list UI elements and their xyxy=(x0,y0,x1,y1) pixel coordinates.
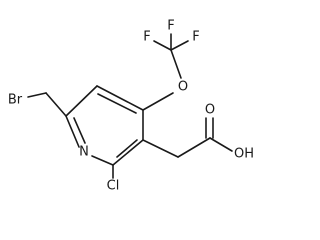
bond-cf3-f-left xyxy=(153,40,172,51)
bond-n-c2 xyxy=(91,155,114,166)
atom-label-f-left: F xyxy=(143,30,150,45)
bond-c5-c6 xyxy=(65,85,98,117)
bond-o-c4 xyxy=(142,92,174,111)
atom-label-o-ether: O xyxy=(178,80,188,95)
bond-c4-c5-double xyxy=(97,93,137,114)
bond-c-oh xyxy=(209,137,233,152)
bond-ch2-br xyxy=(27,92,47,98)
atom-label-o-carbonyl: O xyxy=(205,103,215,118)
bond-cf3-o xyxy=(170,49,182,79)
atom-label-br: Br xyxy=(8,93,23,108)
bonds xyxy=(27,33,233,179)
bond-c6-n xyxy=(65,115,80,148)
bond-c4-c5 xyxy=(96,85,144,111)
bond-ch2-cooh xyxy=(177,137,211,158)
bond-c3-ch2 xyxy=(142,139,179,158)
atom-labels: F F F O Br N Cl O OH xyxy=(8,19,254,194)
bond-c2-c3-double xyxy=(116,139,138,158)
bond-c6-ch2 xyxy=(45,92,67,117)
atom-label-oh: OH xyxy=(234,147,254,162)
atom-label-cl: Cl xyxy=(107,179,120,194)
bond-cf3-f-right xyxy=(170,40,189,51)
atom-label-f-right: F xyxy=(192,30,199,45)
atom-label-n: N xyxy=(79,145,89,160)
bond-c6-n-double xyxy=(73,117,86,144)
chemical-structure-diagram: F F F O Br N Cl O OH xyxy=(8,19,254,194)
atom-label-f-top: F xyxy=(167,19,174,34)
bond-c2-c3 xyxy=(112,139,144,166)
